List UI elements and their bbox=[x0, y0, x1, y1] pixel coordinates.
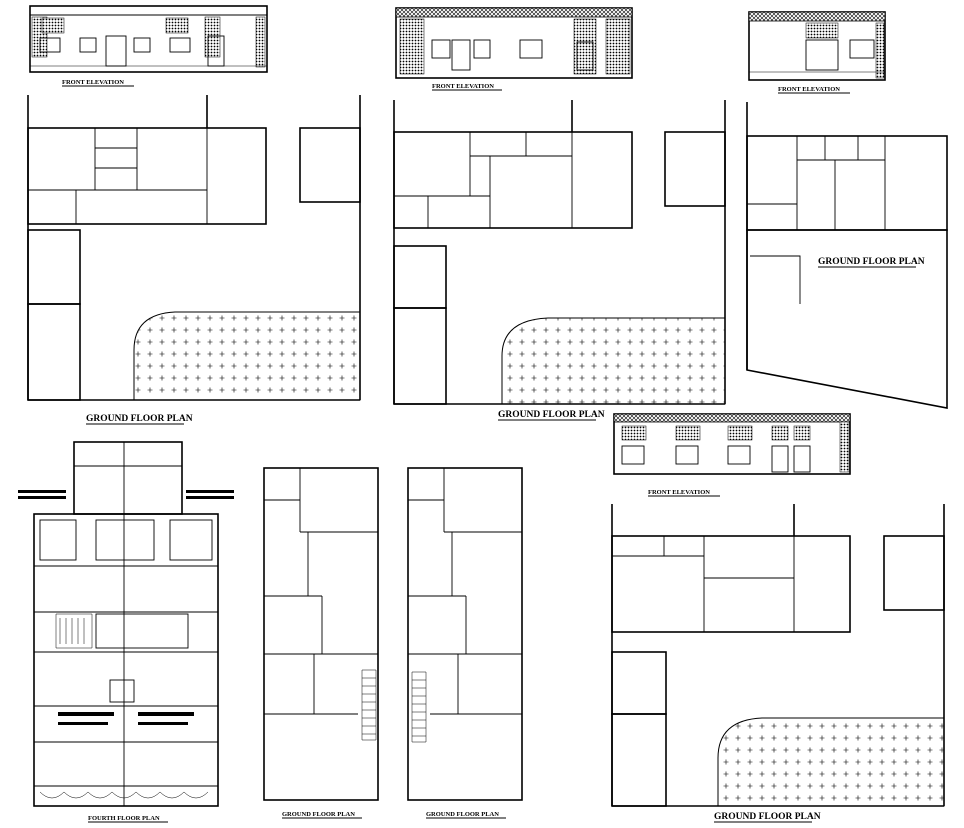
front-elevation-2-label: FRONT ELEVATION bbox=[432, 83, 494, 90]
ground-floor-plan-5: GROUND FLOOR PLAN bbox=[407, 467, 523, 819]
ground-floor-plan-1: GROUND FLOOR PLAN bbox=[27, 95, 361, 425]
ground-floor-plan-2: GROUND FLOOR PLAN bbox=[393, 100, 726, 421]
front-elevation-4: FRONT ELEVATION bbox=[613, 413, 851, 497]
ground-floor-plan-3-label: GROUND FLOOR PLAN bbox=[818, 257, 925, 267]
ground-floor-plan-5-label: GROUND FLOOR PLAN bbox=[426, 811, 499, 818]
front-elevation-1-label: FRONT ELEVATION bbox=[62, 79, 124, 86]
front-elevation-1: FRONT ELEVATION bbox=[29, 5, 268, 87]
ground-floor-plan-3: GROUND FLOOR PLAN bbox=[746, 102, 948, 409]
ground-floor-plan-4: GROUND FLOOR PLAN bbox=[263, 467, 379, 819]
front-elevation-3-label: FRONT ELEVATION bbox=[778, 86, 840, 93]
fourth-floor-plan-label: FOURTH FLOOR PLAN bbox=[88, 815, 160, 822]
ground-floor-plan-6: GROUND FLOOR PLAN bbox=[611, 504, 945, 823]
ground-floor-plan-6-label: GROUND FLOOR PLAN bbox=[714, 812, 821, 822]
fourth-floor-plan: FOURTH FLOOR PLAN bbox=[18, 441, 234, 823]
front-elevation-2: FRONT ELEVATION bbox=[395, 7, 633, 91]
ground-floor-plan-1-label: GROUND FLOOR PLAN bbox=[86, 414, 193, 424]
front-elevation-3: FRONT ELEVATION bbox=[748, 11, 886, 94]
ground-floor-plan-2-label: GROUND FLOOR PLAN bbox=[498, 410, 605, 420]
front-elevation-4-label: FRONT ELEVATION bbox=[648, 489, 710, 496]
ground-floor-plan-4-label: GROUND FLOOR PLAN bbox=[282, 811, 355, 818]
